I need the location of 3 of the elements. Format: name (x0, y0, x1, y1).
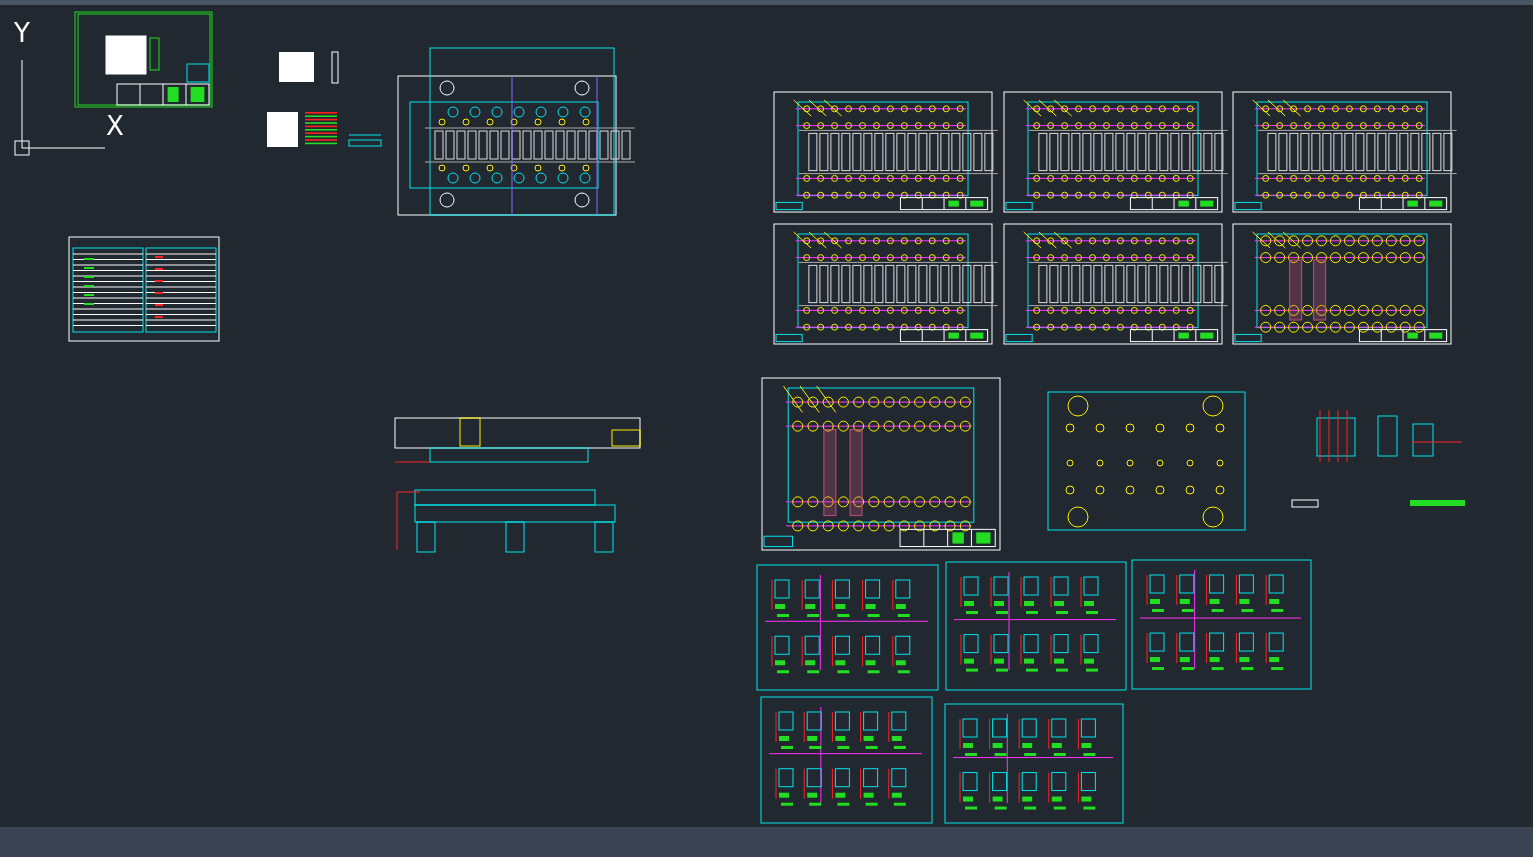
axis-label: Y (14, 20, 30, 46)
axis-label: X (106, 113, 124, 139)
status-bar (0, 827, 1533, 857)
